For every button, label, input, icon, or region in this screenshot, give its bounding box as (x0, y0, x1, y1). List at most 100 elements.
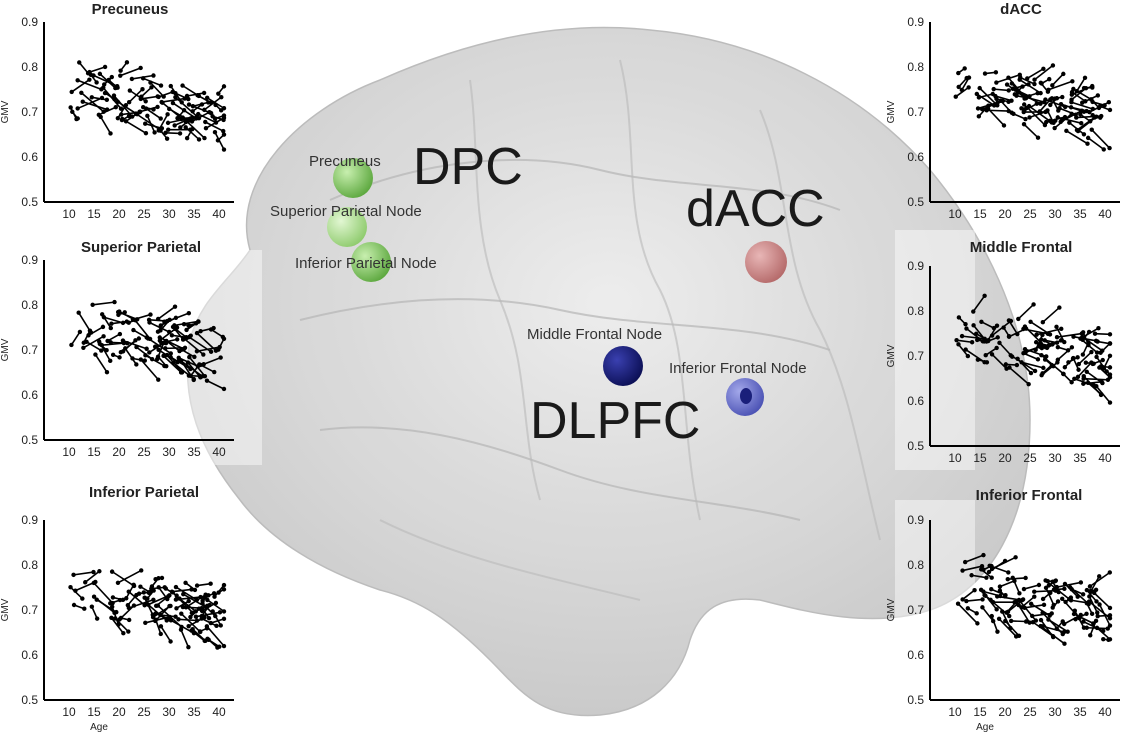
x-tick-label: 10 (948, 207, 962, 221)
data-point (1097, 574, 1102, 579)
x-tick-label: 30 (162, 705, 176, 719)
data-point (1038, 623, 1043, 629)
x-tick-label: 30 (1048, 705, 1062, 719)
x-tick-label: 15 (87, 445, 101, 459)
y-tick-label: 0.6 (907, 150, 924, 164)
data-point (1105, 377, 1111, 382)
data-point (980, 605, 985, 610)
data-point (82, 606, 87, 611)
data-point (190, 104, 196, 109)
region-label-dlpfc: DLPFC (530, 392, 700, 450)
subject-trajectory (1071, 85, 1093, 96)
data-point (963, 321, 968, 327)
data-point (158, 116, 163, 121)
data-point (1107, 613, 1113, 618)
data-point (1100, 380, 1105, 386)
data-point (205, 597, 210, 603)
data-point (1101, 147, 1106, 152)
subject-trajectory (71, 79, 90, 93)
subject-trajectory (990, 588, 1006, 596)
subject-trajectory (964, 554, 984, 563)
x-tick-label: 15 (973, 705, 987, 719)
data-point (186, 623, 191, 629)
data-point (1097, 602, 1102, 607)
data-point (188, 614, 193, 620)
subject-trajectory (993, 88, 1009, 92)
data-point (126, 589, 131, 594)
data-point (1032, 77, 1037, 82)
data-point (1071, 611, 1077, 617)
data-point (975, 357, 981, 362)
subject-trajectory (1025, 345, 1041, 354)
middle-frontal-node (603, 346, 643, 386)
data-point (156, 128, 161, 133)
data-point (97, 341, 103, 347)
subject-trajectory (971, 574, 987, 579)
subject-trajectory (1072, 88, 1092, 100)
data-point (993, 70, 999, 75)
data-point (90, 302, 95, 308)
data-point (1059, 118, 1065, 123)
data-point (1044, 345, 1050, 351)
data-point (159, 575, 165, 581)
data-point (154, 603, 159, 609)
data-point (976, 114, 982, 119)
data-point (93, 352, 98, 357)
data-point (1045, 331, 1051, 337)
data-point (1050, 605, 1055, 610)
data-point (221, 106, 227, 111)
data-point (143, 130, 149, 136)
brain-fold (329, 159, 841, 211)
data-point (190, 610, 196, 616)
x-tick-label: 10 (62, 207, 76, 221)
data-point (1098, 115, 1103, 120)
data-point (1016, 316, 1021, 322)
data-point (1107, 637, 1113, 642)
subject-trajectory (182, 116, 197, 120)
data-point (180, 337, 186, 342)
data-point (156, 585, 161, 590)
data-point (1102, 103, 1107, 108)
data-point (1045, 89, 1051, 94)
subject-trajectory (175, 586, 198, 601)
data-point (143, 121, 148, 126)
data-point (75, 116, 80, 121)
data-point (1101, 366, 1107, 371)
subject-trajectory (1083, 377, 1108, 381)
data-point (1041, 66, 1046, 72)
data-point (164, 618, 169, 623)
data-point (126, 617, 132, 623)
data-point (1089, 611, 1095, 617)
subject-trajectory (73, 571, 94, 576)
data-point (118, 73, 123, 78)
data-point (115, 309, 121, 315)
y-tick-label: 0.8 (21, 298, 38, 312)
data-point (142, 358, 147, 363)
data-point (956, 70, 961, 76)
x-tick-label: 40 (212, 207, 226, 221)
data-point (1028, 601, 1034, 606)
data-point (152, 130, 157, 135)
subject-trajectory (94, 354, 108, 373)
subject-trajectory (121, 118, 147, 134)
data-point (1040, 319, 1046, 325)
y-axis-label: GMV (886, 344, 897, 367)
subject-trajectory (962, 565, 983, 572)
data-point (166, 594, 171, 599)
y-tick-label: 0.7 (21, 105, 38, 119)
data-point (995, 335, 1000, 340)
data-point (156, 377, 161, 382)
data-point (140, 87, 145, 92)
data-point (1092, 590, 1097, 596)
data-point (960, 597, 965, 602)
data-point (177, 131, 183, 136)
data-point (192, 587, 198, 593)
data-point (1086, 340, 1091, 345)
subject-trajectory (180, 613, 201, 633)
data-point (166, 127, 171, 132)
data-point (1107, 332, 1113, 337)
data-point (131, 583, 137, 589)
data-point (131, 327, 136, 333)
subject-trajectory (978, 93, 993, 99)
data-point (190, 626, 195, 632)
